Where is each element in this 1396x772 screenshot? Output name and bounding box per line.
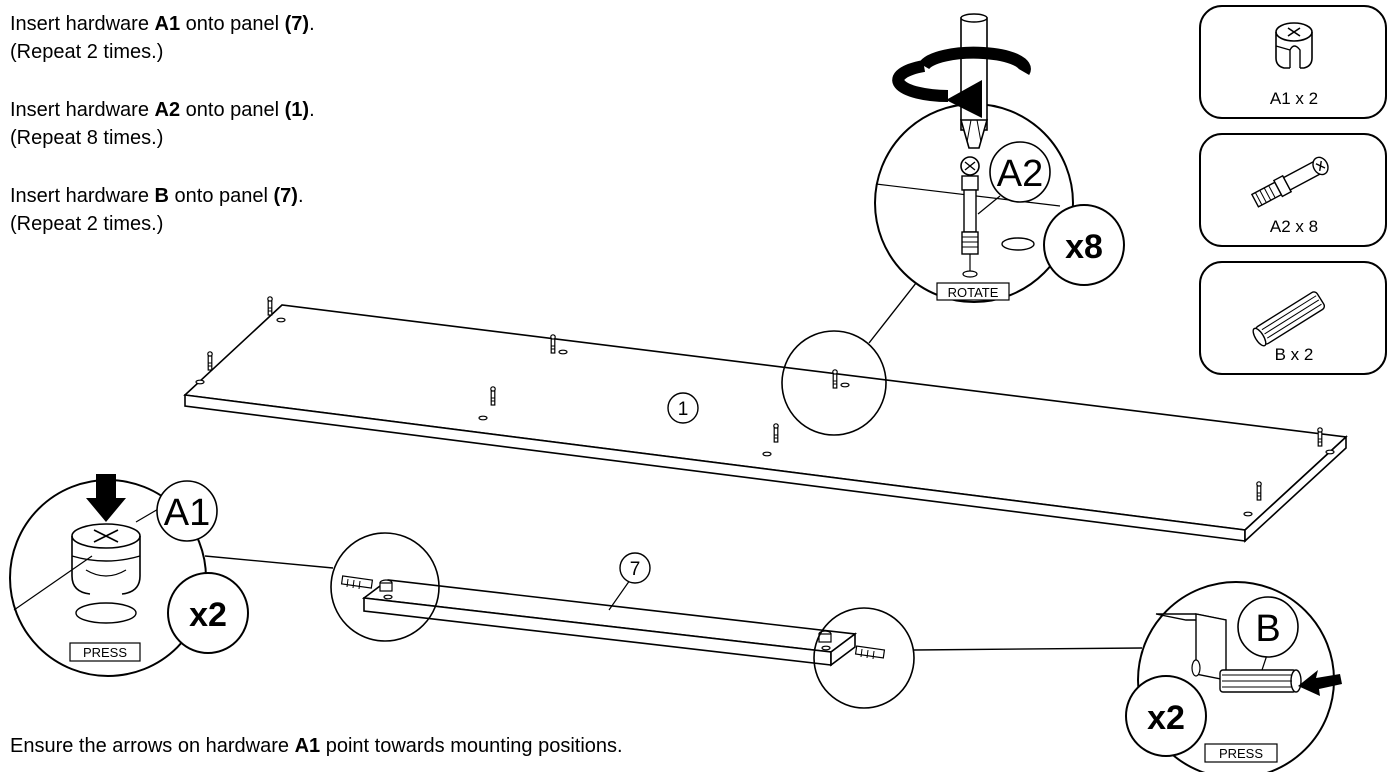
repeat-note: (Repeat 8 times.) [10,127,164,149]
instruction-step-a1: Insert hardware A1 onto panel (7). (Repe… [10,10,315,66]
parts-box-b: B x 2 [1199,261,1387,375]
hole-icon [75,602,137,624]
hardware-code: B [154,185,169,207]
dowel-icon [854,645,886,660]
count-text: x2 [189,596,227,634]
cam-lock-icon [1275,22,1313,69]
instruction-text: onto panel [168,185,274,207]
part-label: A1 x 2 [1270,89,1318,108]
press-arrow-icon [1298,670,1342,696]
hardware-tag-text: B [1255,608,1280,650]
cam-lock-icon [379,579,393,600]
dowel-icon [340,575,374,590]
instruction-step-b: Insert hardware B onto panel (7). (Repea… [10,182,304,238]
detail-a2: A2 x8 ROTATE [874,13,1125,303]
hardware-code: A1 [154,13,181,35]
detail-focus-circle [813,607,915,709]
panel-number: 7 [630,559,641,580]
leader-line [135,507,161,523]
leader-line [868,277,921,344]
leader-line [204,555,334,569]
screwdriver-icon [959,13,989,149]
hardware-tag-text: A2 [997,153,1043,195]
press-arrow-icon [86,474,126,522]
part-label: A2 x 8 [1270,217,1318,236]
count-text: x2 [1147,699,1185,737]
rotation-arrow-icon [892,46,1031,118]
panel-ref: (7) [284,13,310,35]
leader-line [977,195,1001,215]
hole-icon [1191,659,1201,677]
repeat-note: (Repeat 2 times.) [10,41,164,63]
panel-7-label: 7 [619,552,651,584]
detail-focus-circle [330,532,440,642]
footer-text: Ensure the arrows on hardware [10,735,295,757]
part-label: B x 2 [1275,345,1314,364]
action-label: ROTATE [948,285,999,300]
hardware-tag-b [1237,596,1299,658]
instruction-step-a2: Insert hardware A2 onto panel (1). (Repe… [10,96,315,152]
action-label-box [69,642,141,662]
cam-lock-icon [71,523,141,595]
footer-note: Ensure the arrows on hardware A1 point t… [10,732,623,760]
instruction-text: . [309,13,315,35]
action-label-box [936,282,1010,301]
panel-1 [183,304,1348,543]
panel-ref: (7) [273,185,298,207]
panel-ref: (1) [284,99,310,121]
hardware-code: A1 [294,735,321,757]
instruction-text: Insert hardware [10,99,155,121]
cam-bolt-icon [960,156,980,278]
instruction-text: onto panel [180,13,285,35]
wood-dowel-icon [1219,669,1302,693]
count-text: x8 [1065,228,1103,266]
cam-bolt-icon [1250,156,1329,208]
instruction-text: onto panel [180,99,285,121]
hardware-tag-text: A1 [164,492,210,534]
action-label: PRESS [83,645,127,660]
wood-dowel-icon [1252,291,1326,347]
hardware-tag-a2 [989,141,1051,203]
detail-focus-circle [781,330,887,436]
instruction-text: Insert hardware [10,13,155,35]
action-label: PRESS [1219,746,1263,761]
count-badge [1125,675,1207,757]
count-badge [167,572,249,654]
leader-line [608,579,631,611]
panel-1-label: 1 [667,392,699,424]
action-label-box [1204,743,1278,763]
footer-text: point towards mounting positions. [320,735,623,757]
hardware-code: A2 [154,99,181,121]
detail-b: B x2 PRESS [1125,581,1342,772]
leader-line [913,647,1143,651]
count-badge [1043,204,1125,286]
instruction-text: Insert hardware [10,185,155,207]
instruction-text: . [297,185,304,207]
cam-lock-icon [818,630,832,651]
instruction-text: . [309,99,315,121]
parts-box-a1: A1 x 2 [1199,5,1387,119]
repeat-note: (Repeat 2 times.) [10,213,164,235]
panel-number: 1 [678,399,689,420]
panel-7 [340,575,886,667]
detail-a1: A1 x2 PRESS [9,474,249,677]
parts-box-a2: A2 x 8 [1199,133,1387,247]
hardware-tag-a1 [156,480,218,542]
